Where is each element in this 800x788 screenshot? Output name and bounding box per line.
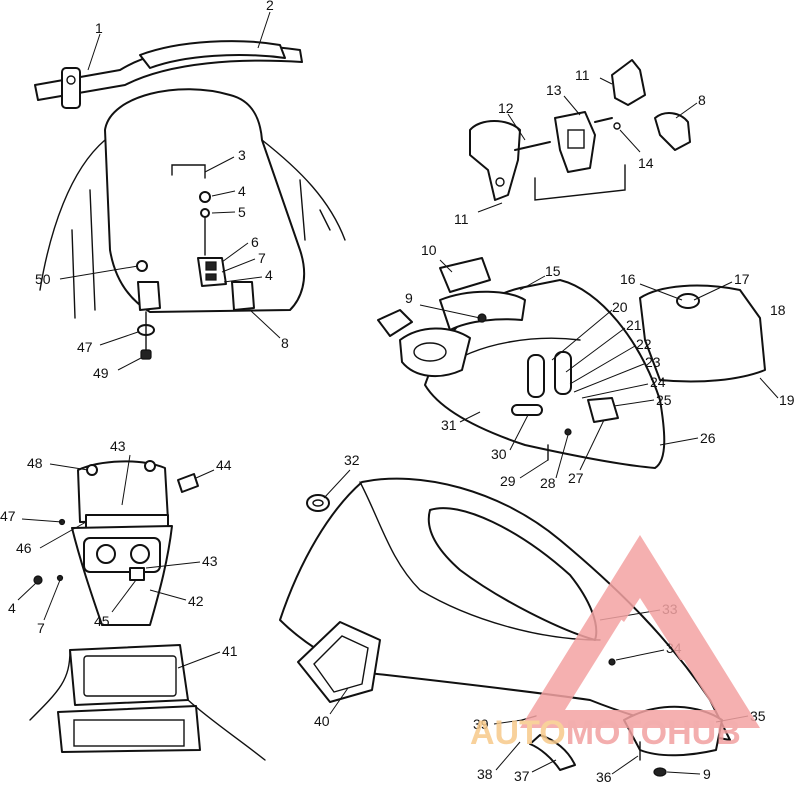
callout-43b: 43 bbox=[202, 553, 218, 569]
callout-43a: 43 bbox=[110, 438, 126, 454]
lower-bezel bbox=[57, 705, 201, 753]
callouts-bottom-left: 48 43 44 47 46 43 4 7 45 42 41 bbox=[0, 438, 238, 669]
hinge-bracket-right bbox=[611, 59, 646, 106]
callout-9b: 9 bbox=[703, 766, 711, 782]
callout-47b: 47 bbox=[0, 508, 16, 524]
bracket-15 bbox=[439, 290, 526, 331]
front-shroud-assembly bbox=[377, 257, 766, 469]
callout-19: 19 bbox=[779, 392, 795, 408]
callouts-top-left: 1 2 3 4 5 6 7 4 50 8 47 49 bbox=[35, 0, 289, 381]
side-plate bbox=[399, 327, 471, 378]
watermark: AUTOMOTOHUB bbox=[470, 535, 760, 752]
access-panel-40 bbox=[297, 621, 381, 703]
callout-21: 21 bbox=[626, 317, 642, 333]
callout-16: 16 bbox=[620, 271, 636, 287]
handlebar-clamp bbox=[61, 67, 81, 109]
latch-27 bbox=[587, 397, 619, 423]
callout-31: 31 bbox=[441, 417, 457, 433]
callout-6: 6 bbox=[251, 234, 259, 250]
gauge-left bbox=[96, 544, 116, 564]
callout-3: 3 bbox=[238, 147, 246, 163]
callout-2: 2 bbox=[266, 0, 274, 13]
callout-7a: 7 bbox=[258, 250, 266, 266]
hinge-block-13 bbox=[554, 111, 596, 173]
callout-10: 10 bbox=[421, 242, 437, 258]
callout-8b: 8 bbox=[698, 92, 706, 108]
hinge-bracket-left bbox=[469, 120, 521, 201]
cover-18 bbox=[639, 284, 766, 383]
callout-24: 24 bbox=[650, 374, 666, 390]
callout-37: 37 bbox=[514, 768, 530, 784]
callout-29: 29 bbox=[500, 473, 516, 489]
callout-40: 40 bbox=[314, 713, 330, 729]
cap-16-17 bbox=[676, 293, 700, 309]
pin-12 bbox=[514, 141, 551, 151]
callout-7b: 7 bbox=[37, 620, 45, 636]
callout-20: 20 bbox=[612, 299, 628, 315]
mount-plate-10 bbox=[439, 257, 491, 293]
callout-4c: 4 bbox=[8, 600, 16, 616]
callout-47a: 47 bbox=[77, 339, 93, 355]
callout-38: 38 bbox=[477, 766, 493, 782]
callout-26: 26 bbox=[700, 430, 716, 446]
callout-44: 44 bbox=[216, 457, 232, 473]
callout-11a: 11 bbox=[575, 67, 590, 83]
callout-48: 48 bbox=[27, 455, 43, 471]
handlebar-hood-assembly bbox=[34, 40, 346, 360]
watermark-text: AUTOMOTOHUB bbox=[470, 714, 741, 752]
callout-27: 27 bbox=[568, 470, 584, 486]
latch-assembly bbox=[197, 257, 227, 287]
callout-28: 28 bbox=[540, 475, 556, 491]
latch-handle-8 bbox=[654, 112, 691, 151]
bolt-44 bbox=[177, 473, 199, 493]
hinge-parts bbox=[469, 59, 691, 201]
callout-9a: 9 bbox=[405, 290, 413, 306]
watermark-triangle bbox=[520, 535, 760, 728]
callout-32: 32 bbox=[344, 452, 360, 468]
callout-30: 30 bbox=[491, 446, 507, 462]
grommet-9 bbox=[377, 309, 413, 337]
callout-49: 49 bbox=[93, 365, 109, 381]
dash-console-assembly bbox=[29, 460, 266, 761]
slot-30 bbox=[511, 404, 543, 416]
callout-8a: 8 bbox=[281, 335, 289, 351]
hood-latch-left bbox=[137, 281, 161, 311]
cable-37 bbox=[529, 734, 576, 771]
callout-50: 50 bbox=[35, 271, 51, 287]
callouts-top-right: 11 12 13 8 14 11 bbox=[454, 67, 706, 227]
callout-39: 39 bbox=[473, 716, 489, 732]
watermark-auto: AUTO bbox=[470, 714, 566, 752]
callout-13: 13 bbox=[546, 82, 562, 98]
gauge-right bbox=[130, 544, 150, 564]
callout-22: 22 bbox=[636, 336, 652, 352]
callout-25: 25 bbox=[656, 392, 672, 408]
callout-23: 23 bbox=[645, 354, 661, 370]
callout-4b: 4 bbox=[265, 267, 273, 283]
callout-46: 46 bbox=[16, 540, 32, 556]
grommet-32 bbox=[306, 494, 330, 512]
callouts-middle-right: 10 15 9 16 17 18 19 20 21 22 23 24 25 26… bbox=[405, 242, 795, 491]
watermark-motohub: MOTOHUB bbox=[566, 714, 741, 752]
hood-side-left bbox=[39, 139, 106, 319]
callout-1: 1 bbox=[95, 20, 103, 36]
callout-15: 15 bbox=[545, 263, 561, 279]
callout-45: 45 bbox=[94, 613, 110, 629]
hood-latch-right bbox=[231, 281, 255, 311]
callout-18: 18 bbox=[770, 302, 786, 318]
callout-17: 17 bbox=[734, 271, 750, 287]
callout-14: 14 bbox=[638, 155, 654, 171]
callout-5: 5 bbox=[238, 204, 246, 220]
callout-36: 36 bbox=[596, 769, 612, 785]
callout-11b: 11 bbox=[454, 211, 469, 227]
callout-4a: 4 bbox=[238, 183, 246, 199]
callout-12: 12 bbox=[498, 100, 514, 116]
hood-side-right bbox=[261, 139, 346, 241]
callout-42: 42 bbox=[188, 593, 204, 609]
watermark-inner-mark bbox=[610, 565, 700, 660]
callout-41: 41 bbox=[222, 643, 238, 659]
handlebar-riser bbox=[139, 40, 286, 69]
